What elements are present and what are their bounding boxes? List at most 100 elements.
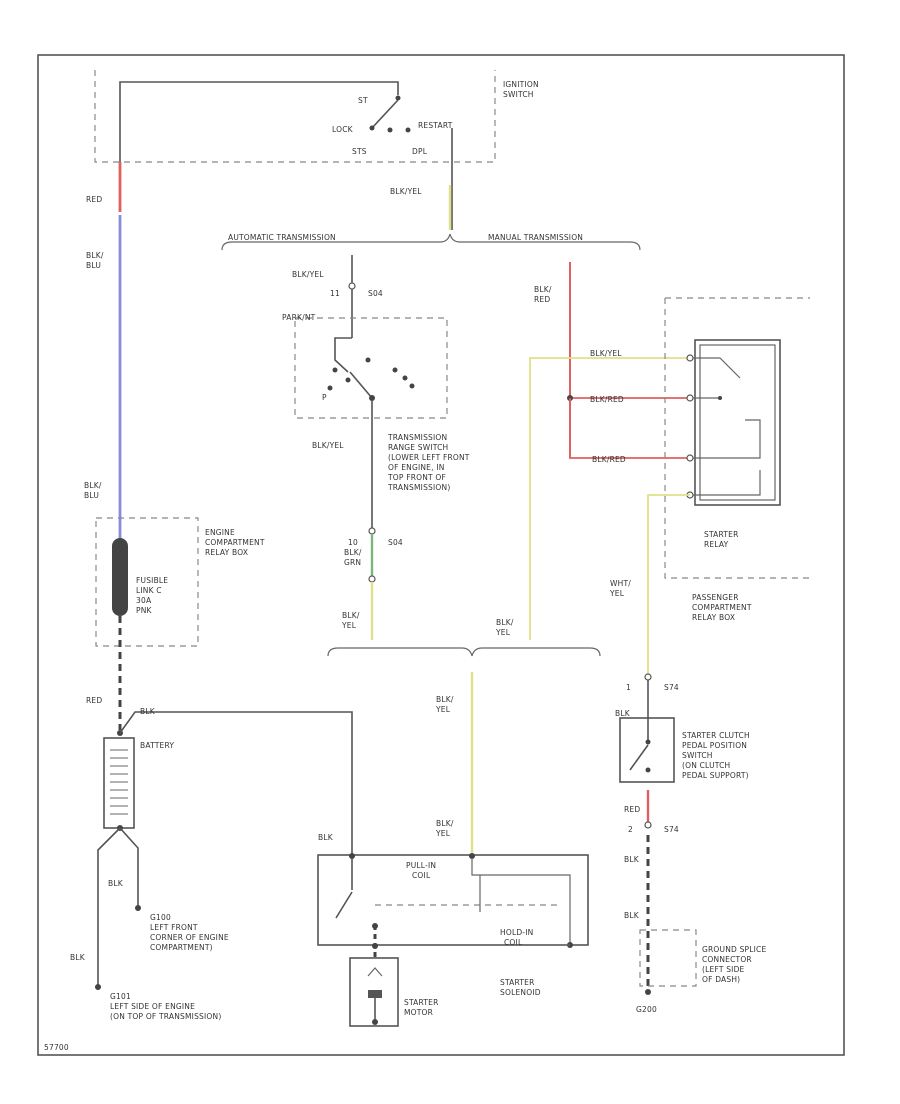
ignition-sts-label: STS [352, 147, 367, 156]
starter-relay-label-1: STARTER [704, 530, 739, 539]
blk-yel-left-label-1: BLK/ [342, 611, 360, 620]
cps-connector-2 [644, 821, 652, 829]
blk-yel-mid-label-1: BLK/ [496, 618, 514, 627]
relay-coil-return [693, 470, 761, 496]
ground-g200 [645, 989, 651, 995]
blk-battery-cable [119, 711, 353, 855]
trs-contact-6 [409, 383, 415, 389]
g100-label-1: G100 [150, 913, 171, 922]
blk-yel-ignition-label: BLK/YEL [390, 187, 422, 196]
trs-name-5: TOP FRONT OF [387, 473, 446, 482]
trs-name-1: TRANSMISSION [387, 433, 447, 442]
blk-yel-mid-label-2: YEL [495, 628, 511, 637]
ignition-switch-blade [371, 99, 399, 129]
trs-pin-top: 11 [330, 289, 340, 298]
trs-contact-3 [365, 357, 371, 363]
diagram-frame [37, 54, 845, 1056]
cps-name-4: (ON CLUTCH [682, 761, 730, 770]
trs-contact-2 [345, 377, 351, 383]
hold-in-label-1: HOLD-IN [500, 928, 533, 937]
trs-contact-1 [332, 367, 338, 373]
ignition-terminal-restart [405, 127, 411, 133]
motor-ground-terminal [372, 1019, 378, 1025]
trs-contact-4 [392, 367, 398, 373]
blk-battery-label: BLK [140, 707, 156, 716]
starter-motor-label-2: MOTOR [404, 1008, 433, 1017]
trs-pin-bottom: 10 [348, 538, 358, 547]
ignition-dpl-label: DPL [412, 147, 428, 156]
cps-name-5: PEDAL SUPPORT) [682, 771, 749, 780]
wht-yel-label-2: YEL [609, 589, 625, 598]
engine-compartment-relay-box [95, 517, 199, 647]
trans-merge-bracket [327, 647, 601, 657]
clutch-pedal-position-switch [619, 717, 675, 783]
starter-solenoid [317, 854, 589, 946]
trs-output-terminal [369, 395, 375, 401]
ground-splice-label-4: OF DASH) [702, 975, 740, 984]
ground-g101 [95, 984, 101, 990]
trs-name-3: (LOWER LEFT FRONT [388, 453, 470, 462]
trs-connector-bottom-label: S04 [388, 538, 403, 547]
pull-in-label-2: COIL [412, 871, 431, 880]
cps-contact-bottom [645, 767, 651, 773]
engine-relay-box-label-2: COMPARTMENT [205, 538, 265, 547]
g100-label-3: CORNER OF ENGINE [150, 933, 229, 942]
trs-park-label: PARK/NT [282, 313, 316, 322]
ignition-terminal-st [395, 95, 401, 101]
cps-pin-1: 1 [626, 683, 631, 692]
g100-label-4: COMPARTMENT) [150, 943, 213, 952]
blk-grn-label-1: BLK/ [344, 548, 362, 557]
solenoid-motor-terminal [372, 923, 378, 929]
ground-g100 [135, 905, 141, 911]
pass-relay-box-label-1: PASSENGER [692, 593, 739, 602]
engine-relay-box-label-1: ENGINE [205, 528, 235, 537]
blk-blu-top-label-2: BLU [86, 261, 101, 270]
pass-relay-box-label-2: COMPARTMENT [692, 603, 752, 612]
cps-blade [629, 744, 649, 771]
cps-blk-label: BLK [615, 709, 631, 718]
g101-label-2: LEFT SIDE OF ENGINE [110, 1002, 195, 1011]
ground-wire-g101 [97, 827, 121, 985]
relay-coil-wire [693, 419, 761, 459]
solenoid-main-contact [335, 891, 353, 919]
cps-connector-2-label: S74 [664, 825, 679, 834]
blk-red-mt-label-2: RED [534, 295, 550, 304]
trs-connector-top [348, 282, 356, 290]
fusible-link-c [112, 538, 128, 616]
ignition-restart-label: RESTART [418, 121, 453, 130]
blk-yel-left-label-2: YEL [341, 621, 357, 630]
trans-split-bracket [221, 233, 641, 251]
relay-terminal-2 [686, 394, 694, 402]
ignition-wire-top [119, 81, 399, 162]
trs-p-label: P [322, 393, 327, 402]
ignition-terminal-mid [387, 127, 393, 133]
relay-blk-yel-label: BLK/YEL [590, 349, 622, 358]
blk-blu-top-label-1: BLK/ [86, 251, 104, 260]
solenoid-s-terminal [469, 853, 475, 859]
ground-splice-label-2: CONNECTOR [702, 955, 752, 964]
engine-relay-box-label-3: RELAY BOX [205, 548, 248, 557]
ground-wire-g100 [119, 827, 139, 906]
ignition-switch-name-2: SWITCH [503, 90, 534, 99]
starter-solenoid-label-1: STARTER [500, 978, 535, 987]
trs-contact-5 [402, 375, 408, 381]
solenoid-motor-terminal-2 [372, 943, 378, 949]
figure-id: 57700 [44, 1043, 69, 1052]
cps-red-label: RED [624, 805, 640, 814]
battery-label: BATTERY [140, 741, 174, 750]
starter-motor-label-1: STARTER [404, 998, 439, 1007]
red-battery-label: RED [86, 696, 102, 705]
ground-splice-label-3: (LEFT SIDE [702, 965, 745, 974]
trs-internal-wire [334, 337, 352, 373]
blk-yel-wire-relay [529, 357, 690, 640]
starter-relay-inner [699, 344, 776, 501]
relay-terminal-3 [686, 454, 694, 462]
solenoid-coil-wiring [471, 858, 571, 945]
g101-label-3: (ON TOP OF TRANSMISSION) [110, 1012, 221, 1021]
trs-blade [349, 371, 373, 399]
cps-contact-top [645, 739, 651, 745]
starter-relay [694, 339, 781, 506]
sol-blk-yel-label-4: YEL [435, 829, 451, 838]
g200-label: G200 [636, 1005, 657, 1014]
